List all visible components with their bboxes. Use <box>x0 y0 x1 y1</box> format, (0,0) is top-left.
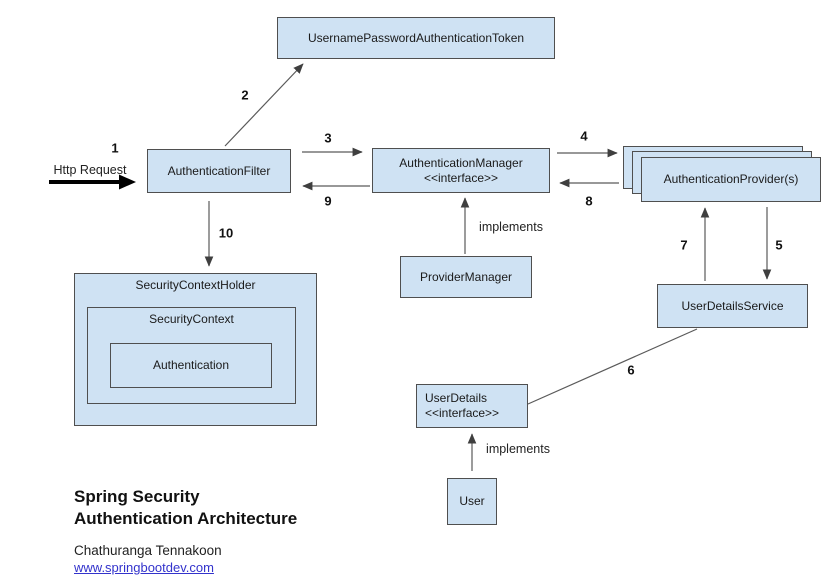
title-block: Spring Security Authentication Architect… <box>74 486 297 577</box>
node-label: UserDetailsService <box>681 298 784 313</box>
node-authentication: Authentication <box>110 343 272 388</box>
node-label: Authentication <box>152 358 230 372</box>
line-step6 <box>527 328 698 405</box>
node-stereotype: <<interface>> <box>423 170 499 185</box>
label-step-3: 3 <box>324 130 332 146</box>
label-step-4: 4 <box>580 128 588 144</box>
label-step-2: 2 <box>241 87 249 103</box>
node-username-password-authentication-token: UsernamePasswordAuthenticationToken <box>277 17 555 59</box>
label-implements-user: implements <box>486 442 550 456</box>
node-label: SecurityContextHolder <box>135 278 256 292</box>
label-step-5: 5 <box>775 237 783 253</box>
node-user-details: UserDetails <<interface>> <box>416 384 528 428</box>
node-label: SecurityContext <box>149 312 234 326</box>
diagram-title-line1: Spring Security <box>74 487 200 506</box>
node-label: AuthenticationProvider(s) <box>663 172 799 186</box>
node-label: UserDetails <box>425 391 488 405</box>
label-http-request: Http Request <box>53 163 127 177</box>
label-step-9: 9 <box>324 193 332 209</box>
node-authentication-manager: AuthenticationManager <<interface>> <box>372 148 550 193</box>
node-user-details-service: UserDetailsService <box>657 284 808 328</box>
node-label: AuthenticationManager <box>399 155 523 170</box>
node-stereotype: <<interface>> <box>425 406 500 420</box>
label-step-10: 10 <box>218 225 234 241</box>
website-link[interactable]: www.springbootdev.com <box>74 560 214 575</box>
label-step-7: 7 <box>680 237 688 253</box>
author-name: Chathuranga Tennakoon <box>74 543 222 558</box>
node-label: User <box>459 494 485 508</box>
node-label: AuthenticationFilter <box>167 163 271 178</box>
node-authentication-filter: AuthenticationFilter <box>147 149 291 193</box>
label-step-6: 6 <box>627 362 635 378</box>
diagram-title-line2: Authentication Architecture <box>74 509 298 528</box>
label-implements-provider-manager: implements <box>479 220 543 234</box>
label-step-8: 8 <box>585 193 593 209</box>
arrow-step2 <box>224 63 304 147</box>
node-label: UsernamePasswordAuthenticationToken <box>307 30 525 45</box>
node-provider-manager: ProviderManager <box>400 256 532 298</box>
node-authentication-providers: AuthenticationProvider(s) <box>641 157 821 202</box>
label-step-1: 1 <box>111 140 119 156</box>
node-label: ProviderManager <box>419 269 513 284</box>
node-user: User <box>447 478 497 525</box>
